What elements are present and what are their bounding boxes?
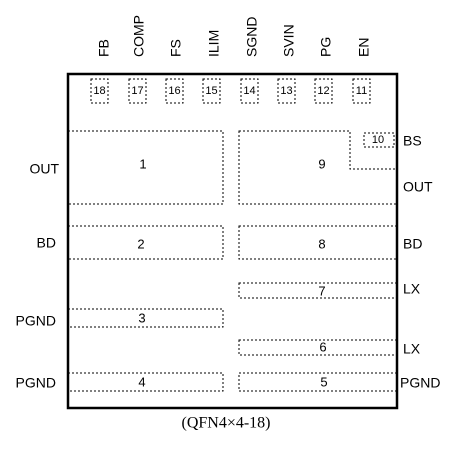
pad-1 (67, 130, 224, 205)
label-left-pgnd-1: PGND (16, 313, 56, 329)
label-left-pgnd-2: PGND (16, 375, 56, 391)
pin-name-pg: PG (318, 37, 334, 57)
pin-number-11: 11 (356, 85, 367, 97)
pad-12 (314, 78, 333, 104)
pad-8 (238, 225, 398, 260)
pad-3 (67, 308, 224, 328)
pad-4 (67, 372, 224, 392)
label-right-lx-2: LX (403, 341, 421, 357)
pad-number-8: 8 (318, 236, 325, 251)
pad-number-7: 7 (318, 283, 325, 298)
pad-2 (67, 225, 224, 260)
package-caption: (QFN4×4-18) (181, 415, 270, 432)
pin-name-fb: FB (96, 39, 112, 57)
pin-name-comp: COMP (131, 15, 147, 57)
pad-number-4: 4 (138, 374, 145, 389)
pad-number-2: 2 (137, 236, 144, 251)
pad-number-10: 10 (372, 134, 384, 146)
pin-name-ilim: ILIM (206, 30, 222, 57)
label-left-bd: BD (37, 235, 56, 251)
pad-15 (202, 78, 221, 104)
label-right-bd: BD (403, 236, 422, 252)
label-right-lx-1: LX (403, 281, 421, 297)
pad-13 (277, 78, 296, 104)
pin-number-12: 12 (317, 85, 329, 97)
pin-number-13: 13 (280, 85, 292, 97)
pad-17 (128, 78, 147, 104)
label-right-pgnd: PGND (400, 375, 440, 391)
pin-name-sgnd: SGND (244, 17, 260, 57)
label-right-out: OUT (403, 179, 433, 195)
pad-10 (363, 132, 395, 148)
pin-number-15: 15 (205, 85, 217, 97)
pad-9 (238, 130, 398, 205)
pin-name-fs: FS (168, 39, 184, 57)
pad-number-5: 5 (320, 374, 327, 389)
pad-14 (240, 78, 259, 104)
label-left-out: OUT (29, 161, 59, 177)
pad-6 (238, 339, 398, 356)
pad-18 (90, 78, 109, 104)
label-right-bs: BS (403, 133, 422, 149)
pin-number-14: 14 (243, 85, 255, 97)
pad-11 (352, 78, 371, 104)
pad-number-3: 3 (138, 310, 145, 325)
pad-7 (238, 282, 398, 299)
pin-name-svin: SVIN (281, 24, 297, 57)
pad-16 (165, 78, 184, 104)
pin-number-18: 18 (93, 85, 105, 97)
pad-number-6: 6 (319, 339, 326, 354)
pad-5 (238, 372, 398, 392)
package-outline (66, 72, 399, 410)
pad-number-9: 9 (318, 156, 325, 171)
pin-name-en: EN (356, 38, 372, 57)
pad-number-1: 1 (139, 156, 146, 171)
pin-number-16: 16 (168, 85, 180, 97)
pin-number-17: 17 (131, 85, 143, 97)
